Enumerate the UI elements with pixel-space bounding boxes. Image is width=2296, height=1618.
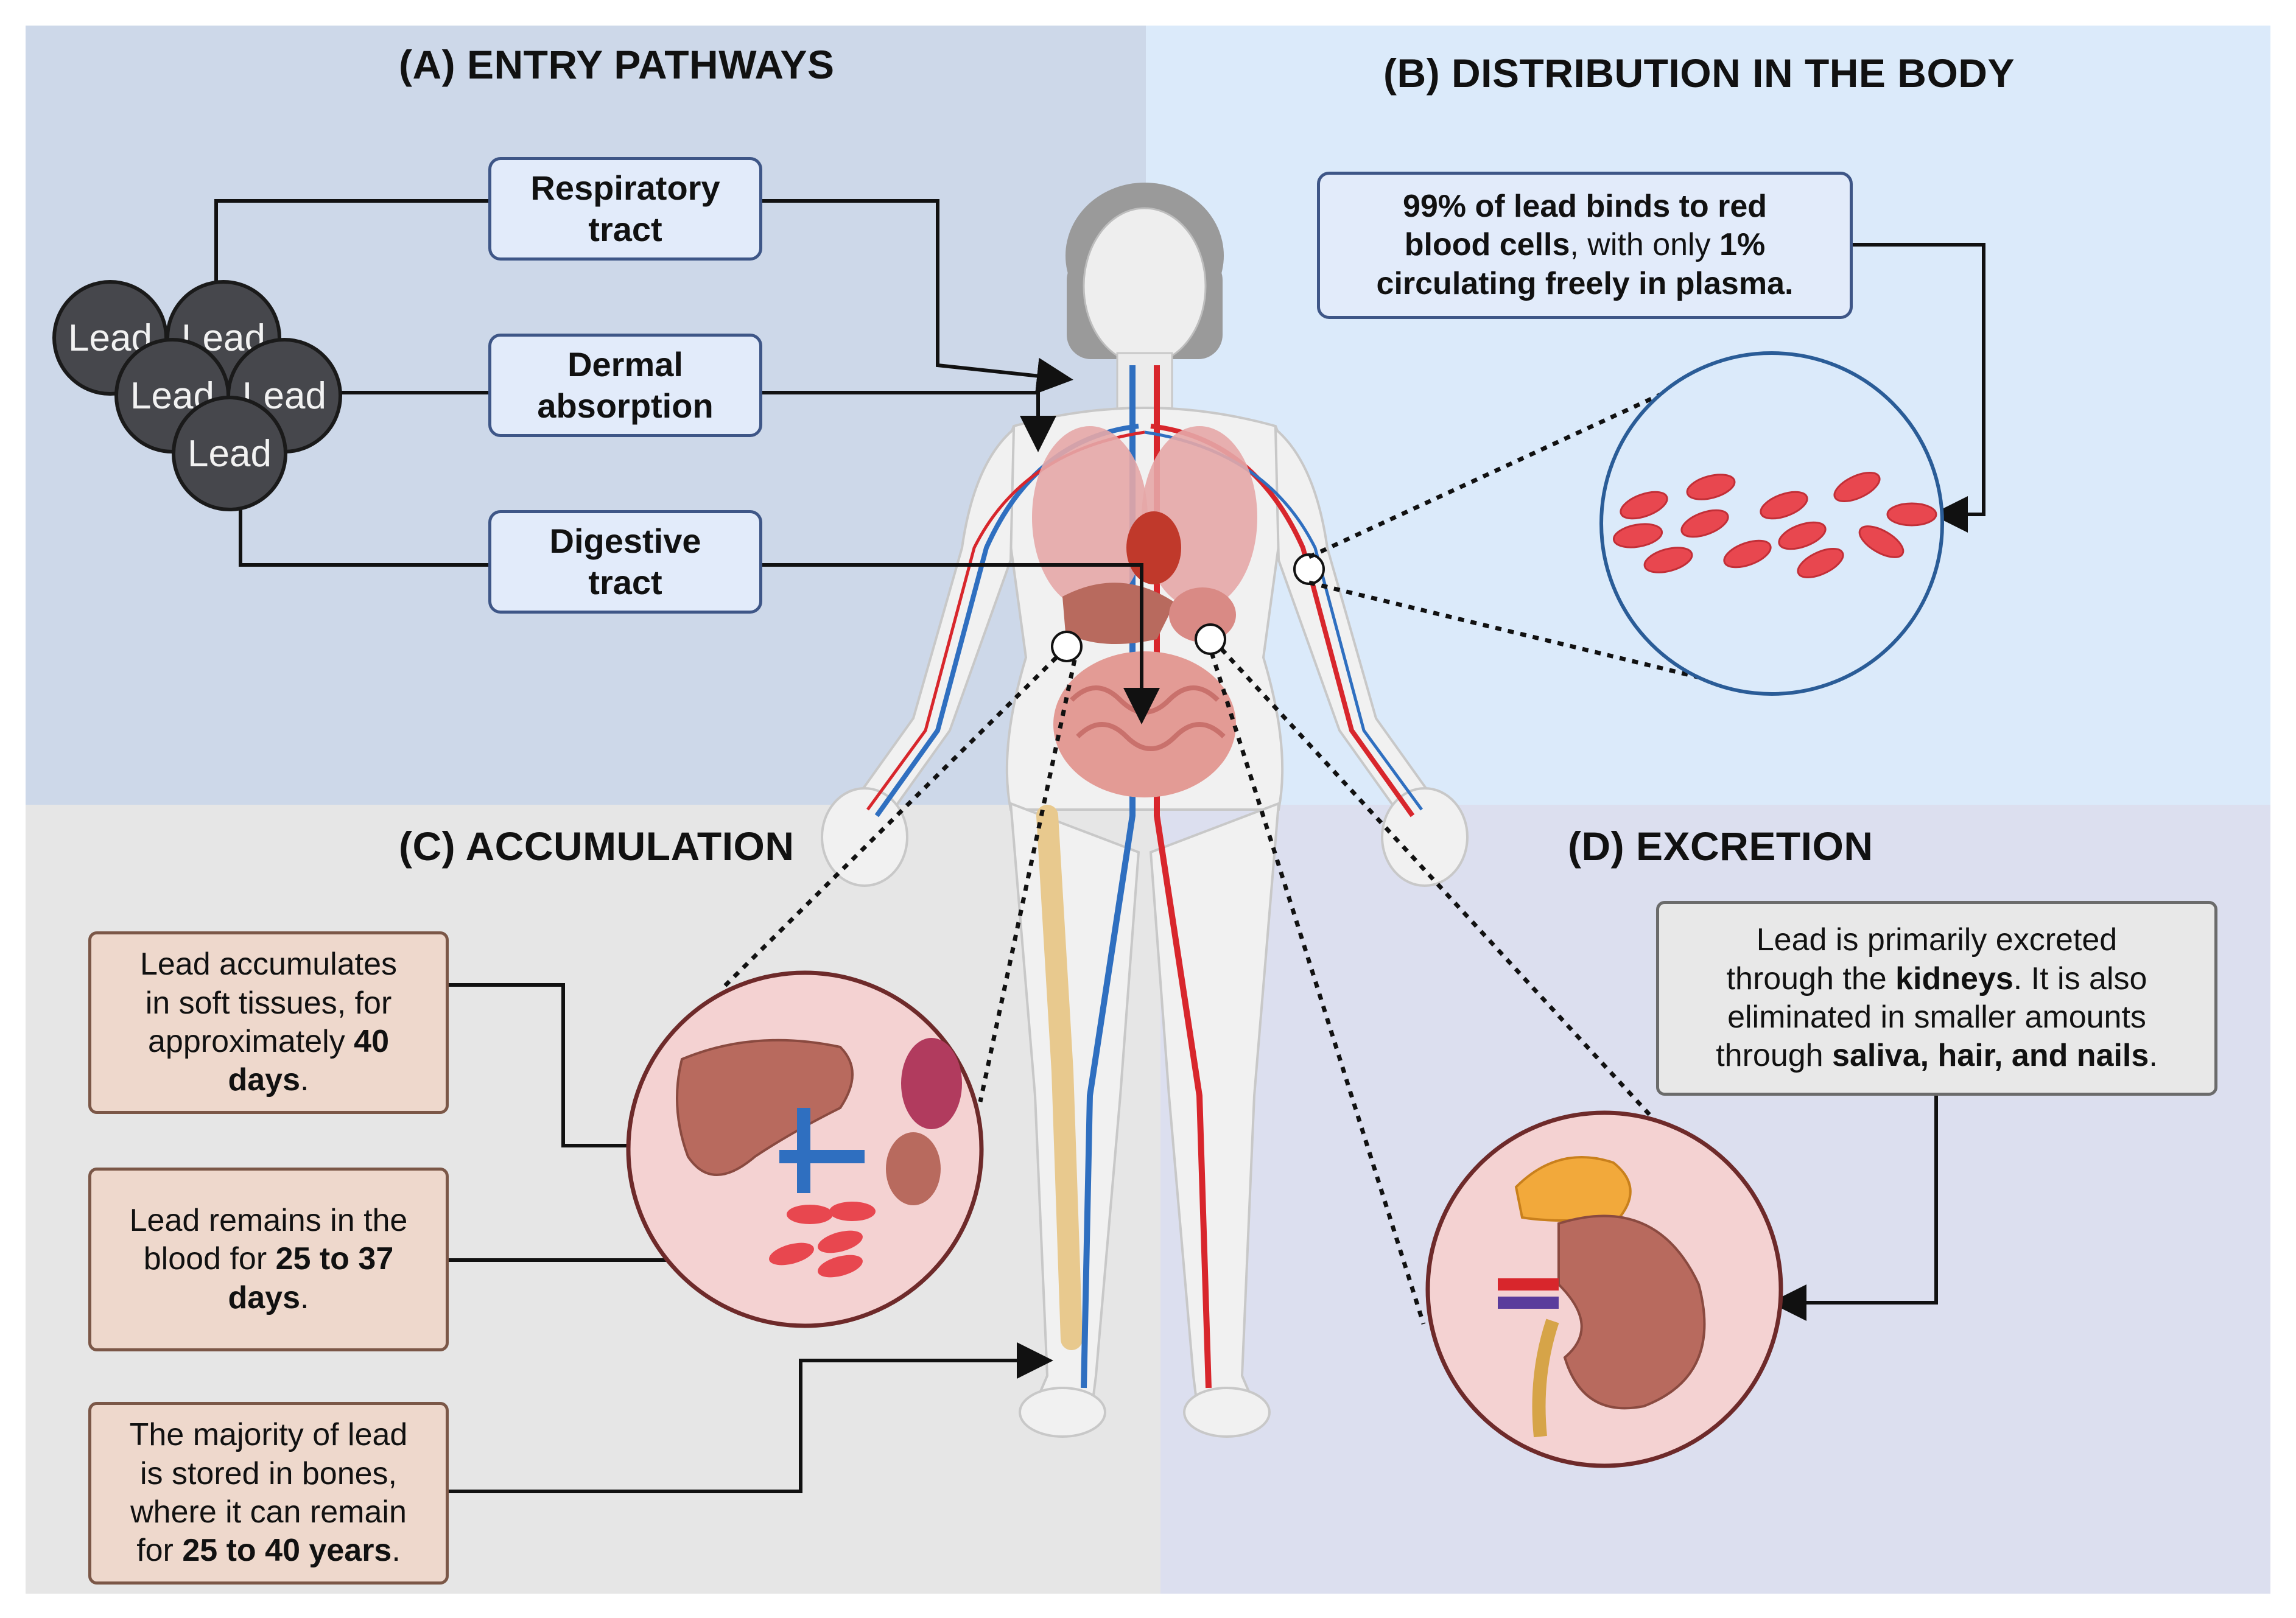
entry-connectors xyxy=(214,199,1160,724)
kidney-zoom xyxy=(1425,1110,1783,1468)
excretion-info-box: Lead is primarily excreted through the k… xyxy=(1656,901,2217,1096)
lead-particle-4: Lead xyxy=(226,338,342,454)
bone-storage-box: The majority of lead is stored in bones,… xyxy=(88,1402,449,1585)
panel-a-title: (A) ENTRY PATHWAYS xyxy=(399,42,835,87)
digestive-tract-box: Digestive tract xyxy=(488,510,762,614)
liver-kidney-zoom xyxy=(626,970,984,1328)
red-blood-cell-zoom xyxy=(1599,351,1944,696)
human-body-figure xyxy=(821,183,1469,1438)
distribution-connectors xyxy=(1293,243,1985,692)
respiratory-tract-box: Respiratory tract xyxy=(488,157,762,261)
distribution-info-box: 99% of lead binds to red blood cells, wi… xyxy=(1317,172,1853,319)
soft-tissue-accumulation-box: Lead accumulates in soft tissues, for ap… xyxy=(88,931,449,1114)
lead-particle-5: Lead xyxy=(172,396,287,511)
panel-d-title: (D) EXCRETION xyxy=(1568,824,1873,869)
excretion-connectors xyxy=(1195,623,1938,1325)
blood-retention-box: Lead remains in the blood for 25 to 37 d… xyxy=(88,1168,449,1351)
panel-b-title: (B) DISTRIBUTION IN THE BODY xyxy=(1383,51,2015,96)
dermal-absorption-box: Dermal absorption xyxy=(488,334,762,437)
panel-c-title: (C) ACCUMULATION xyxy=(399,824,795,869)
